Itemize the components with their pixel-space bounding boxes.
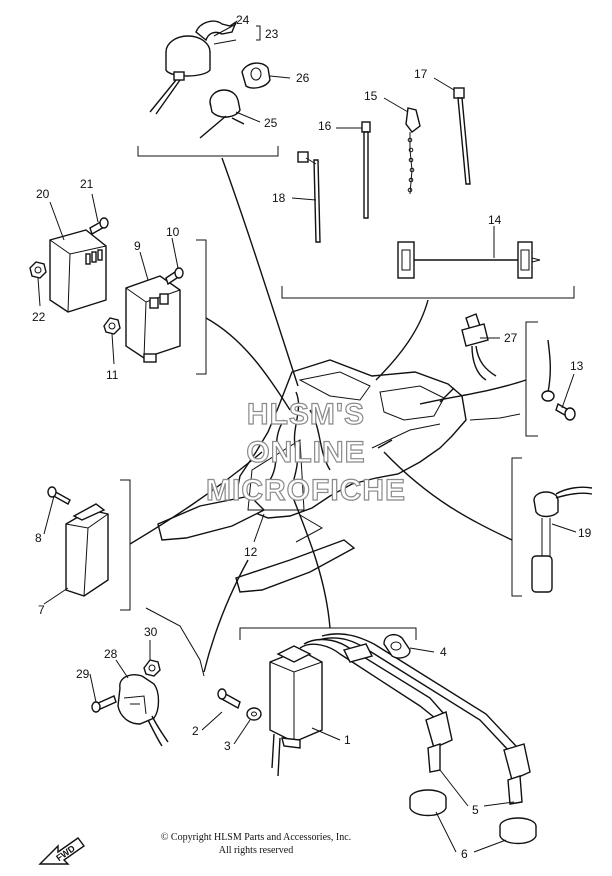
clamp-part-4 [383,633,411,659]
plug-cap-part-6 [409,789,537,845]
plug-lead-part-5 [299,633,531,805]
callout-2: 2 [192,724,199,738]
main-switch-part-23 [149,20,238,115]
washer-part-3 [246,707,262,721]
callout-28: 28 [104,647,118,661]
callout-1: 1 [344,733,351,747]
callout-22: 22 [32,310,46,324]
copyright-line-1: © Copyright HLSM Parts and Accessories, … [161,832,351,843]
watermark-line-1: HLSM'S [247,398,365,431]
screw-part-21 [89,217,109,236]
callout-29: 29 [76,667,90,681]
watermark: HLSM'S ONLINE MICROFICHE [205,397,406,507]
leader-lines [37,23,577,853]
callout-30: 30 [144,625,158,639]
bolt-part-8 [47,486,71,505]
relay-unit-part-9 [125,275,181,363]
callout-9: 9 [134,239,141,253]
wire-harness-routing [129,157,527,673]
watermark-line-2: ONLINE [246,436,365,469]
ignition-coil-part-1 [269,645,323,777]
callout-19: 19 [578,526,592,540]
wire-clips-parts-15-18 [297,87,471,243]
callout-numbers: 1 2 3 4 5 6 7 8 9 10 11 12 13 14 15 16 1… [32,13,592,861]
lead-part-13 [541,339,555,402]
copyright-line-2: All rights reserved [219,845,293,856]
group-brackets [120,146,575,677]
bolt-part-13 [555,402,576,421]
pickup-coil-part-28 [117,674,169,747]
callout-5: 5 [472,803,479,817]
callout-10: 10 [166,225,180,239]
screw-part-10 [165,267,184,286]
nut-part-22 [29,261,47,279]
callout-14: 14 [488,213,502,227]
callout-26: 26 [296,71,310,85]
callout-17: 17 [414,67,428,81]
switch-part-27 [461,313,497,381]
callout-6: 6 [461,847,468,861]
nut-part-11 [103,317,121,335]
fwd-arrow: FWD [38,837,85,865]
callout-16: 16 [318,119,332,133]
callout-18: 18 [272,191,286,205]
callout-27: 27 [504,331,518,345]
callout-20: 20 [36,187,50,201]
callout-7: 7 [38,603,45,617]
callout-15: 15 [364,89,378,103]
callout-25: 25 [264,116,278,130]
callout-21: 21 [80,177,94,191]
callout-12: 12 [244,545,258,559]
band-part-14 [397,241,541,279]
rectifier-regulator-part-20 [49,229,107,313]
sender-part-19 [531,486,593,593]
callout-3: 3 [224,739,231,753]
lock-cylinder-part-25 [199,89,245,139]
watermark-line-3: MICROFICHE [206,474,406,507]
callout-24: 24 [236,13,250,27]
screw-part-29 [91,695,117,713]
callout-11: 11 [106,368,119,382]
callout-23: 23 [265,27,279,41]
callout-8: 8 [35,531,42,545]
callout-4: 4 [440,645,447,659]
callout-13: 13 [570,359,584,373]
nut-part-30 [143,659,161,677]
copyright-notice: © Copyright HLSM Parts and Accessories, … [161,832,351,856]
cover-part-26 [241,62,271,89]
bolt-part-2 [217,688,241,710]
cdi-unit-part-7 [65,503,109,597]
